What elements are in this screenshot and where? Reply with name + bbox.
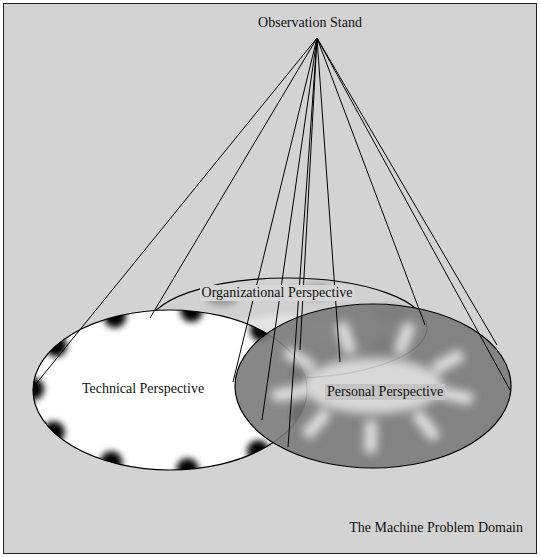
ellipse-texture [235,304,511,468]
sight-line [317,38,497,345]
sight-line [317,38,340,362]
ellipse-outline [235,304,511,468]
sight-line [288,38,317,447]
domain-border [4,4,537,554]
domain-frame: The Machine Problem Domain Organizational… [3,3,537,554]
sight-line [317,38,425,325]
sight-line [150,38,317,318]
perspective-label: Organizational Perspective [200,285,355,301]
perspective-label: Personal Perspective [325,384,445,400]
perspective-label: Technical Perspective [80,381,206,397]
sight-line [262,38,317,420]
sight-line [35,38,317,385]
sight-line [317,38,510,390]
sight-line [300,38,317,350]
observation-label: Observation Stand [258,15,362,31]
ellipse-fill [235,304,511,468]
perspective-ellipse: Personal Perspective [235,304,511,468]
perspective-label: The Machine Problem Domain [349,520,523,536]
sight-line [233,38,317,382]
